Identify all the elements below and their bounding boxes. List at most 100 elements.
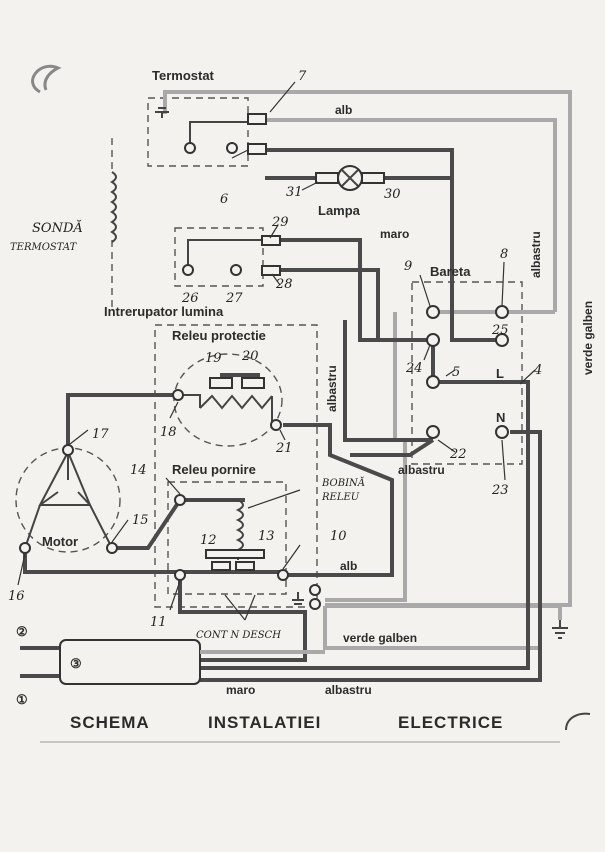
wire-label-maro-top: maro — [380, 227, 409, 241]
bareta-L-label: L — [496, 366, 504, 381]
wire-label-albastru-right: albastru — [529, 231, 543, 278]
bobina-coil — [235, 499, 244, 551]
hand-termostat: TERMOSTAT — [10, 242, 78, 253]
num-27: 27 — [225, 291, 243, 306]
num-6: 6 — [220, 192, 228, 207]
num-14: 14 — [130, 463, 147, 478]
wire-label-albastru-bareta: albastru — [398, 463, 445, 477]
wire-ground — [325, 604, 562, 620]
termostat-terminal-b — [226, 142, 238, 154]
wire-verde-galben-right — [163, 90, 572, 607]
contact-13 — [235, 561, 255, 571]
wire-motor-17 — [66, 393, 175, 448]
wire-22 — [350, 438, 435, 457]
plug-body — [59, 639, 201, 685]
relay-outer-box — [154, 324, 318, 608]
ground-terminal-b — [309, 598, 321, 610]
num-26: 26 — [181, 291, 199, 306]
bareta-box — [411, 281, 523, 465]
wire-L-maro — [170, 340, 530, 670]
chassis-ground-icon — [292, 592, 304, 605]
bareta-terminal-9 — [426, 305, 440, 319]
corner-flourish — [565, 712, 591, 731]
motor-terminal-15 — [106, 542, 118, 554]
releu-protectie-circle — [173, 353, 283, 447]
bareta-terminal-8 — [495, 305, 509, 319]
lampa-label: Lampa — [318, 203, 361, 218]
wire-label-maro-bottom: maro — [226, 683, 255, 697]
contact-12 — [211, 561, 231, 571]
motor-terminal-17 — [62, 444, 74, 456]
num-20: 20 — [241, 349, 259, 364]
termostat-box — [147, 97, 249, 167]
ground-terminal-a — [309, 584, 321, 596]
num-25: 25 — [491, 323, 509, 338]
terminal-11 — [174, 569, 186, 581]
releu-protectie-bimetal — [199, 394, 273, 410]
leader-lines — [17, 81, 536, 621]
wire-releu-21 — [283, 423, 394, 577]
title-word-3: ELECTRICE — [398, 713, 503, 732]
switch-terminal-27 — [230, 264, 242, 276]
num-16: 16 — [8, 589, 25, 604]
motor-label: Motor — [42, 534, 78, 549]
wire-label-albastru-bottom: albastru — [325, 683, 372, 697]
terminal-numbers: 7 6 31 30 29 26 27 28 9 8 25 24 5 4 19 2… — [8, 69, 542, 630]
num-4: 4 — [533, 363, 542, 378]
title-word-1: SCHEMA — [70, 713, 150, 732]
corner-scribble — [31, 64, 62, 94]
num-22: 22 — [449, 447, 467, 462]
num-17: 17 — [92, 427, 109, 442]
num-11: 11 — [150, 615, 167, 630]
terminal-18 — [172, 389, 184, 401]
num-23: 23 — [491, 483, 509, 498]
releu-protectie-label: Releu protectie — [172, 328, 266, 343]
contact-bar-top — [205, 549, 265, 559]
num-10: 10 — [330, 529, 347, 544]
num-31: 31 — [286, 185, 303, 200]
bareta-terminal-22 — [426, 425, 440, 439]
lamp-terminal-31 — [315, 172, 339, 184]
bareta-terminal-24 — [426, 333, 440, 347]
terminal-21 — [270, 419, 282, 431]
title-word-2: INSTALATIEI — [208, 713, 321, 732]
num-29: 29 — [271, 215, 289, 230]
plug-mark-3: ③ — [70, 656, 82, 671]
num-18: 18 — [160, 425, 177, 440]
bareta-terminal-23 — [495, 425, 509, 439]
num-30: 30 — [384, 187, 401, 202]
wire-N-albastru — [200, 430, 542, 682]
hand-sonda: SONDĂ — [32, 220, 83, 236]
plug-mark-2: ② — [16, 624, 28, 639]
motor-leads — [24, 504, 113, 549]
wire-label-verde-galben-right: verde galben — [581, 301, 595, 375]
wire-11 — [178, 575, 307, 662]
wire-plug-verde-galben — [323, 606, 540, 650]
releu-protectie-contact-19 — [209, 377, 233, 389]
hand-contacte: CONT N DESCH — [196, 630, 281, 641]
terminal-14 — [174, 494, 186, 506]
lamp-terminal-30 — [361, 172, 385, 184]
motor-winding — [38, 449, 92, 506]
wire-switch-29 — [268, 238, 433, 342]
num-7: 7 — [298, 69, 307, 84]
bareta-label: Bareta — [430, 264, 471, 279]
termostat-ground — [155, 107, 169, 118]
sonda-coil — [110, 171, 117, 243]
lamp-cross — [341, 169, 359, 187]
releu-protectie-contact-20 — [241, 377, 265, 389]
releu-pornire-label: Releu pornire — [172, 462, 256, 477]
num-13: 13 — [258, 529, 275, 544]
termostat-contact-arm — [189, 121, 250, 148]
releu-pornire-box — [167, 481, 287, 595]
termostat-terminal-7 — [247, 113, 267, 125]
num-19: 19 — [205, 351, 222, 366]
switch-terminal-26 — [182, 264, 194, 276]
bareta-N-label: N — [496, 410, 505, 425]
plug-mark-1: ① — [16, 692, 28, 707]
wire-alb-top — [265, 118, 557, 312]
wire-albastru-mid — [343, 320, 433, 442]
intrerupator-label: Intrerupator lumina — [104, 304, 224, 319]
